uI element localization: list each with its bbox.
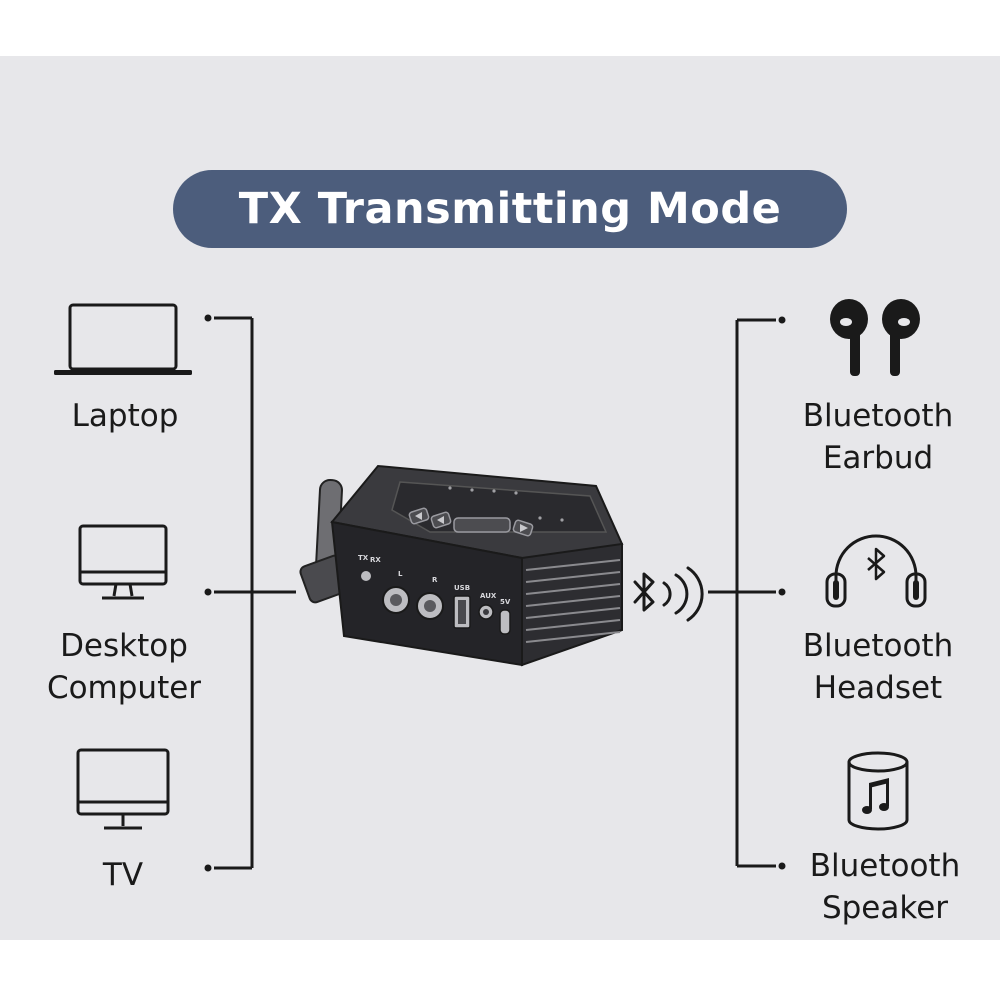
title-banner: TX Transmitting Mode bbox=[173, 170, 847, 248]
output-label-earbud: Bluetooth Earbud bbox=[802, 398, 954, 476]
desktop-computer-icon bbox=[78, 524, 168, 600]
headset-icon bbox=[825, 534, 927, 608]
speaker-icon bbox=[847, 751, 909, 831]
source-label-laptop: Laptop bbox=[71, 398, 179, 434]
output-label-headset: Bluetooth Headset bbox=[802, 628, 954, 706]
bluetooth-transmitter-device: TX RX L R USB AUX 5V bbox=[299, 464, 624, 667]
port-label-usb: USB bbox=[454, 584, 470, 592]
port-label-aux: AUX bbox=[480, 592, 497, 600]
port-label-rx: RX bbox=[370, 556, 381, 564]
port-label-r: R bbox=[432, 576, 438, 584]
port-label-l: L bbox=[398, 570, 403, 578]
port-label-tx: TX bbox=[358, 554, 369, 562]
earbuds-icon bbox=[830, 299, 920, 376]
source-label-desktop-computer: Desktop Computer bbox=[46, 628, 202, 706]
diagram-title: TX Transmitting Mode bbox=[238, 184, 782, 234]
output-label-speaker: Bluetooth Speaker bbox=[809, 848, 961, 926]
bluetooth-signal-icon bbox=[633, 566, 704, 622]
source-label-tv: TV bbox=[102, 857, 144, 893]
laptop-icon bbox=[54, 303, 192, 375]
port-label-5v: 5V bbox=[500, 598, 511, 606]
tv-icon bbox=[76, 748, 170, 830]
